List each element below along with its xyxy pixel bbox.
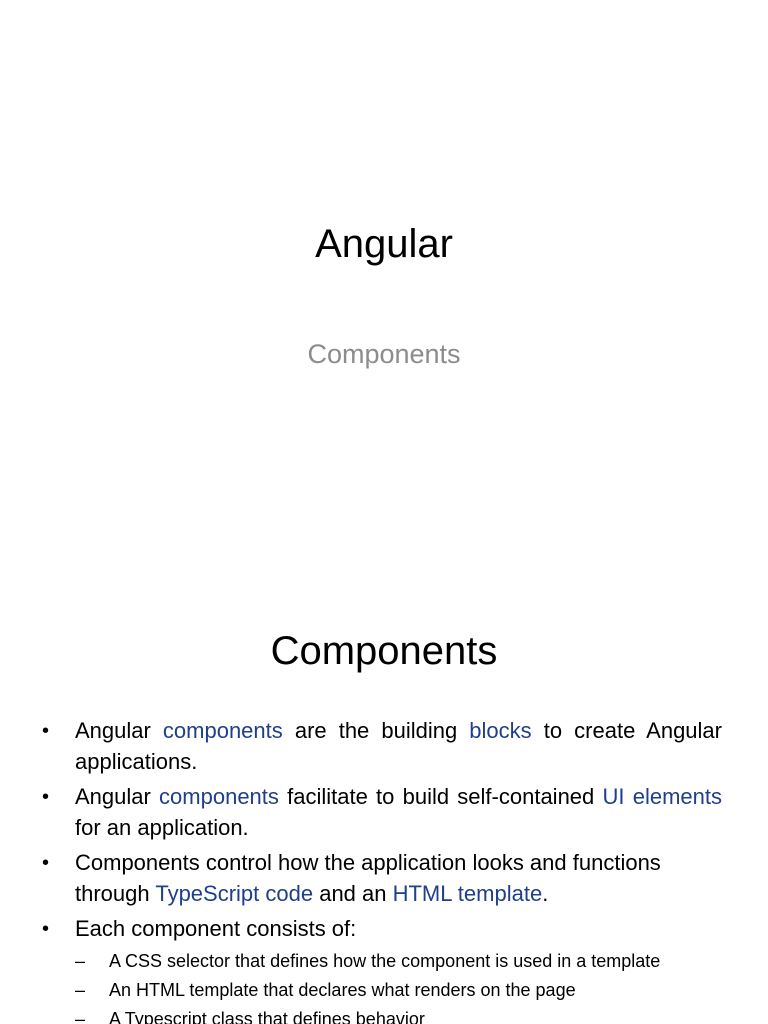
bullet-text: and an xyxy=(313,880,393,906)
bullet-text: . xyxy=(542,880,549,906)
ui-elements-link[interactable]: UI elements xyxy=(602,784,722,809)
components-link[interactable]: components xyxy=(159,784,279,809)
sub-bullet-item: – A Typescript class that defines behavi… xyxy=(75,1005,722,1024)
bullet-item: • Angular components are the building bl… xyxy=(38,716,722,777)
slide-subtitle: Components xyxy=(307,339,461,369)
title-slide: Angular Components xyxy=(307,222,461,369)
typescript-code-link[interactable]: TypeScript code xyxy=(155,880,314,906)
components-link[interactable]: components xyxy=(162,718,283,743)
bullet-text: Angular xyxy=(75,784,160,809)
blocks-link[interactable]: blocks xyxy=(469,718,532,743)
sub-bullet-text: An HTML template that declares what rend… xyxy=(109,979,576,1000)
bullet-text: facilitate to build self-contained xyxy=(278,784,603,809)
sub-bullet-item: – An HTML template that declares what re… xyxy=(75,976,722,1005)
bullet-text: for an application. xyxy=(75,814,249,840)
bullet-text: Angular xyxy=(75,718,163,743)
bullet-item: • Each component consists of: – A CSS se… xyxy=(38,914,722,1024)
dash-icon: – xyxy=(75,1008,86,1024)
dash-icon: – xyxy=(75,950,86,971)
content-slide: Components • Angular components are the … xyxy=(0,576,768,1024)
bullet-dot-icon: • xyxy=(42,720,50,742)
bullet-dot-icon: • xyxy=(42,786,50,808)
slide-heading: Components xyxy=(270,629,498,673)
sub-bullet-item: – A CSS selector that defines how the co… xyxy=(75,947,722,976)
slide-title: Angular xyxy=(315,222,453,266)
bullet-text: are the building xyxy=(282,718,470,743)
bullet-list: • Angular components are the building bl… xyxy=(38,716,722,1024)
html-template-link[interactable]: HTML template xyxy=(392,880,543,906)
sub-bullet-text: A Typescript class that defines behavior xyxy=(109,1008,425,1024)
bullet-dot-icon: • xyxy=(42,852,50,874)
dash-icon: – xyxy=(75,979,86,1000)
bullet-text: Each component consists of: xyxy=(75,916,357,941)
bullet-dot-icon: • xyxy=(42,918,50,940)
sub-bullet-text: A CSS selector that defines how the comp… xyxy=(109,950,661,971)
bullet-text: to create Angular applications. xyxy=(75,718,722,774)
bullet-item: • Components control how the application… xyxy=(38,848,722,909)
sub-bullet-list: – A CSS selector that defines how the co… xyxy=(75,947,722,1024)
bullet-text: Components control how the application l… xyxy=(75,850,661,906)
bullet-item: • Angular components facilitate to build… xyxy=(38,782,722,843)
